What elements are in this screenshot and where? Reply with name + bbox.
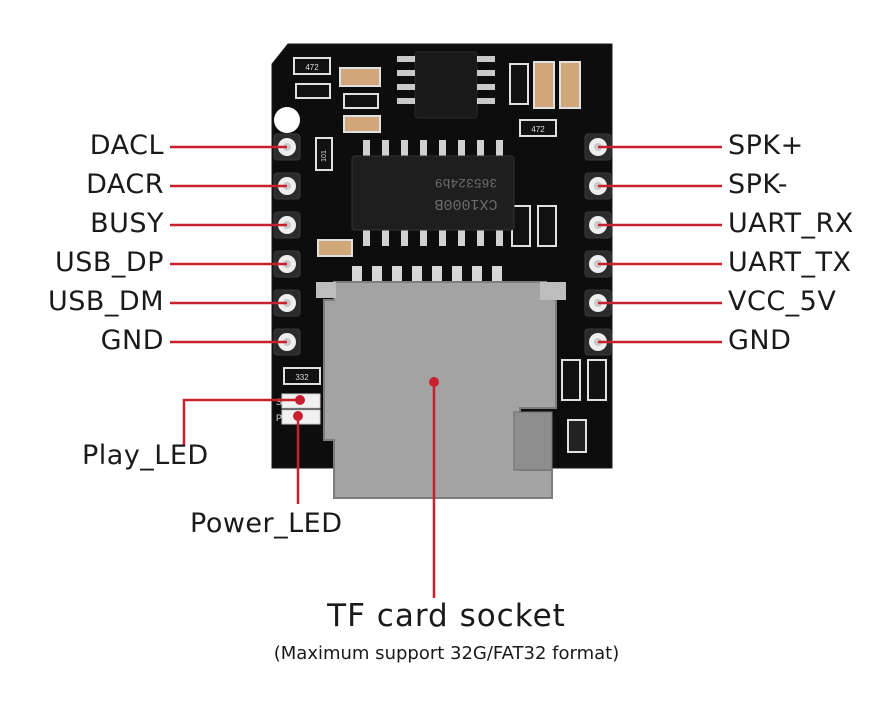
socket-tab-right — [540, 282, 566, 300]
pin-label-dacr: DACR — [86, 169, 164, 200]
leader-dot-play — [295, 395, 305, 405]
leader-dot-socket — [429, 377, 439, 387]
right-pin-pads — [584, 133, 612, 356]
leader-play-led — [182, 398, 300, 446]
silk-res-c: 332 — [295, 373, 309, 382]
leader-lines — [170, 145, 722, 598]
top-ic-leads — [397, 56, 495, 104]
pin-label-busy: BUSY — [90, 208, 164, 239]
silk-res-b: 101 — [321, 150, 328, 162]
tf-socket-title: TF card socket — [327, 598, 566, 634]
play-led-label: Play_LED — [82, 440, 209, 471]
main-ic — [351, 155, 515, 231]
pin-label-uart-rx: UART_RX — [728, 208, 854, 239]
pin-label-spk-plus: SPK+ — [728, 130, 804, 161]
main-ic-marking: CX1000B — [434, 195, 497, 212]
main-ic-code: 365324b9 — [435, 175, 497, 190]
pin-label-uart-tx: UART_TX — [728, 247, 852, 278]
power-led-label: Power_LED — [190, 508, 343, 539]
leader-dot-power — [293, 411, 303, 421]
mounting-hole — [274, 107, 300, 133]
socket-tab-left — [316, 282, 336, 298]
pin-label-dacl: DACL — [89, 130, 164, 161]
pin-label-usb-dm: USB_DM — [47, 286, 164, 317]
tf-socket-note: (Maximum support 32G/FAT32 format) — [273, 643, 620, 664]
silk-pin-p: P — [276, 413, 282, 423]
top-ic — [414, 51, 478, 119]
main-ic-leads — [363, 140, 503, 246]
pin-label-gnd-left: GND — [100, 325, 164, 356]
silk-res-a: 472 — [305, 63, 319, 72]
socket-spring — [513, 411, 553, 471]
silk-res-d: 472 — [531, 125, 545, 134]
pin-label-usb-dp: USB_DP — [55, 247, 164, 278]
pin-label-spk-minus: SPK- — [728, 169, 789, 200]
silk-pin-s: S — [276, 397, 282, 407]
socket-contacts — [352, 266, 502, 286]
pin-label-vcc-5v: VCC_5V — [728, 286, 837, 317]
smd-components — [283, 57, 607, 453]
pin-label-gnd-right: GND — [728, 325, 792, 356]
